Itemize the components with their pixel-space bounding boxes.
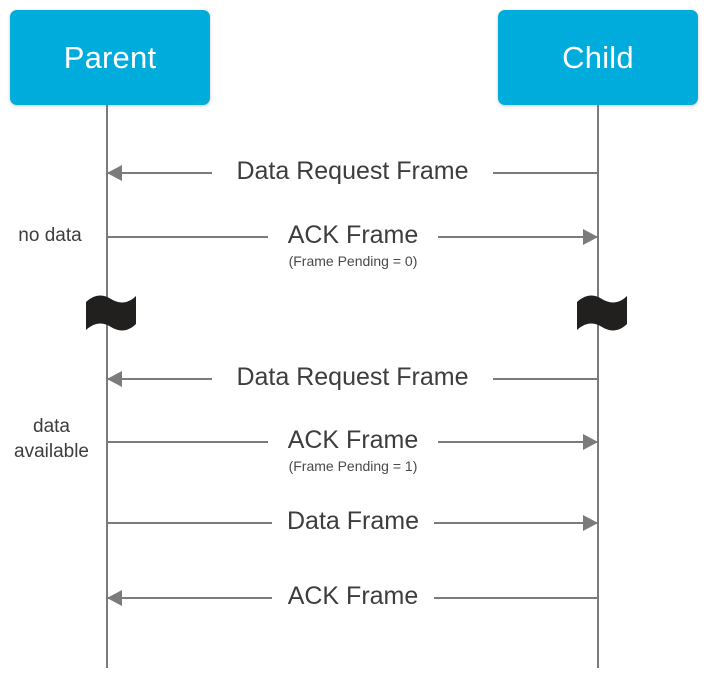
side-note-no-data: no data (0, 197, 100, 248)
arrowhead-right-4 (583, 434, 598, 450)
side-note-data-available-text: data available (14, 415, 89, 463)
message-title-6: ACK Frame (287, 582, 419, 610)
time-break-flag-parent (84, 293, 138, 335)
message-title-3: Data Request Frame (236, 363, 469, 391)
message-label-6: ACK Frame (272, 583, 434, 610)
message-title-4: ACK Frame (287, 426, 419, 454)
arrowhead-left-6 (107, 590, 122, 606)
arrowhead-left-1 (107, 165, 122, 181)
side-note-data-available: data available (0, 388, 103, 465)
message-title-1: Data Request Frame (236, 157, 469, 185)
time-break-flag-child (575, 293, 629, 335)
message-label-1: Data Request Frame (212, 158, 493, 185)
message-title-5: Data Frame (287, 507, 419, 535)
message-title-2: ACK Frame (287, 221, 419, 249)
message-label-4: ACK Frame (Frame Pending = 1) (268, 427, 438, 473)
flag-icon (86, 295, 136, 331)
arrowhead-right-2 (583, 229, 598, 245)
message-label-3: Data Request Frame (212, 364, 493, 391)
actor-label-child: Child (562, 40, 634, 75)
actor-box-parent: Parent (10, 10, 210, 105)
message-label-5: Data Frame (272, 508, 434, 535)
actor-label-parent: Parent (63, 40, 157, 75)
flag-icon (577, 295, 627, 331)
arrowhead-left-3 (107, 371, 122, 387)
actor-box-child: Child (498, 10, 698, 105)
arrowhead-right-5 (583, 515, 598, 531)
message-subtitle-2: (Frame Pending = 0) (288, 252, 418, 269)
message-label-2: ACK Frame (Frame Pending = 0) (268, 222, 438, 268)
side-note-no-data-text: no data (18, 224, 82, 246)
message-subtitle-4: (Frame Pending = 1) (288, 457, 418, 474)
lifeline-child (597, 105, 599, 668)
